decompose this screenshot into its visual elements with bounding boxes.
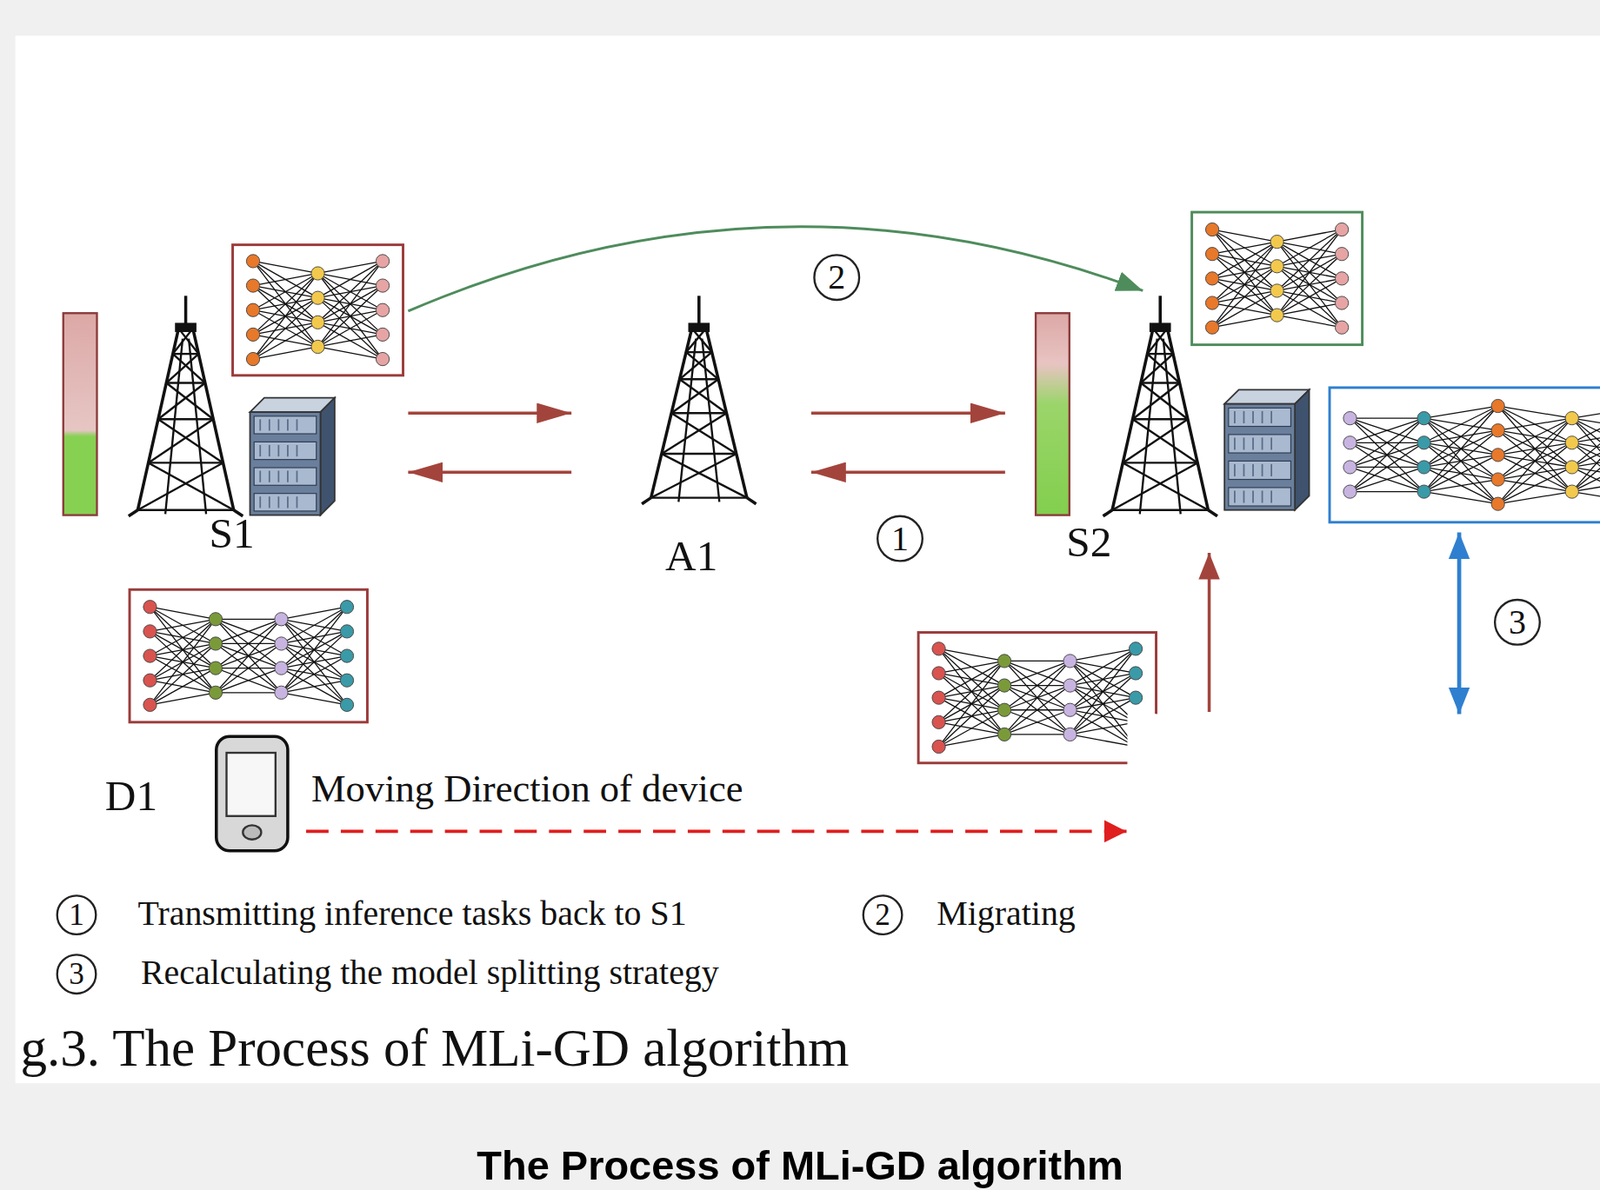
callout-number: 1 [56,894,98,936]
callout-number: 2 [862,894,904,936]
node-label: S2 [1066,518,1112,566]
connector-arrow [407,471,572,475]
neural-network-icon [1192,212,1363,346]
server-icon [250,398,335,516]
connector-arrow [407,226,1143,312]
node-label: S1 [209,510,255,558]
connector-arrow [811,471,1006,475]
station-node: S1 [112,242,408,561]
callout-number: 3 [56,953,98,995]
callout-number: 1 [876,515,924,563]
station-node: D1 [101,729,296,858]
annotation-text: Moving Direction of device [311,766,744,812]
station-node: A1 [571,295,812,584]
callout-number: 3 [1493,599,1541,647]
server-icon [1224,389,1309,510]
legend-text: Recalculating the model splitting strate… [140,953,720,994]
callout-number: 2 [813,253,860,301]
tower-icon [641,295,756,504]
node-label: D1 [105,772,158,820]
slide-title: The Process of MLi-GD algorithm [0,1140,1600,1190]
figure-caption: g.3. The Process of MLi-GD algorithm [20,1018,849,1080]
connector-arrow [407,411,572,415]
neural-network-icon [1329,387,1600,523]
legend-text: Migrating [936,893,1076,934]
neural-network-icon [129,589,367,723]
neural-network-icon [918,633,1156,764]
connector-arrow [811,411,1006,415]
neural-network-icon [233,245,404,376]
node-label: A1 [665,533,718,580]
tower-icon [128,295,243,516]
station-node: S2 [1005,290,1327,572]
legend-text: Transmitting inference tasks back to S1 [137,893,687,934]
